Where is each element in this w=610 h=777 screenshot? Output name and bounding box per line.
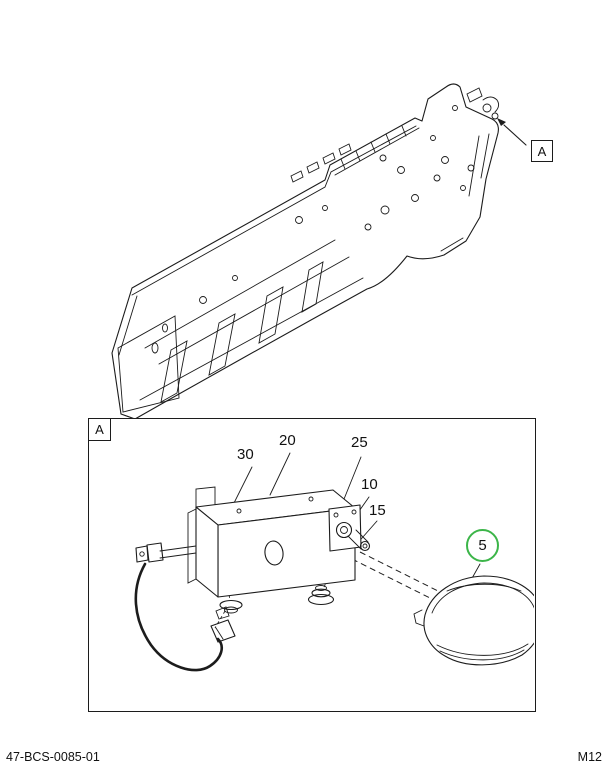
body-panel-outline <box>111 83 499 420</box>
panel-holes <box>151 105 475 354</box>
callout-25: 25 <box>351 434 368 451</box>
detail-view-box: A <box>88 418 536 712</box>
corner-lamp-mount-detail <box>466 87 500 120</box>
detail-illustration <box>134 452 534 672</box>
detail-view-label-box: A <box>89 419 111 441</box>
panel-ribs <box>160 261 324 403</box>
callout-5-highlight-circle: 5 <box>466 529 499 562</box>
detail-view-label: A <box>95 422 104 437</box>
grommets <box>219 585 335 614</box>
document-number: 47-BCS-0085-01 <box>6 750 100 764</box>
callout-30: 30 <box>237 446 254 463</box>
callout-15: 15 <box>369 502 386 519</box>
overview-view-label-box: A <box>531 140 553 162</box>
lamp-bracket-box <box>187 486 356 598</box>
page-code: M12 <box>577 750 602 764</box>
mounting-plate-connector <box>328 504 371 552</box>
lamp-assembly <box>413 575 534 666</box>
callout-5: 5 <box>478 537 487 554</box>
panel-rail-hatch <box>290 125 420 183</box>
callout-20: 20 <box>279 432 296 449</box>
pointer-arrow-icon <box>497 118 527 146</box>
overview-view-label: A <box>537 143 547 159</box>
callout-10: 10 <box>361 476 378 493</box>
overview-illustration <box>111 83 527 420</box>
wiring-harness <box>134 542 236 672</box>
